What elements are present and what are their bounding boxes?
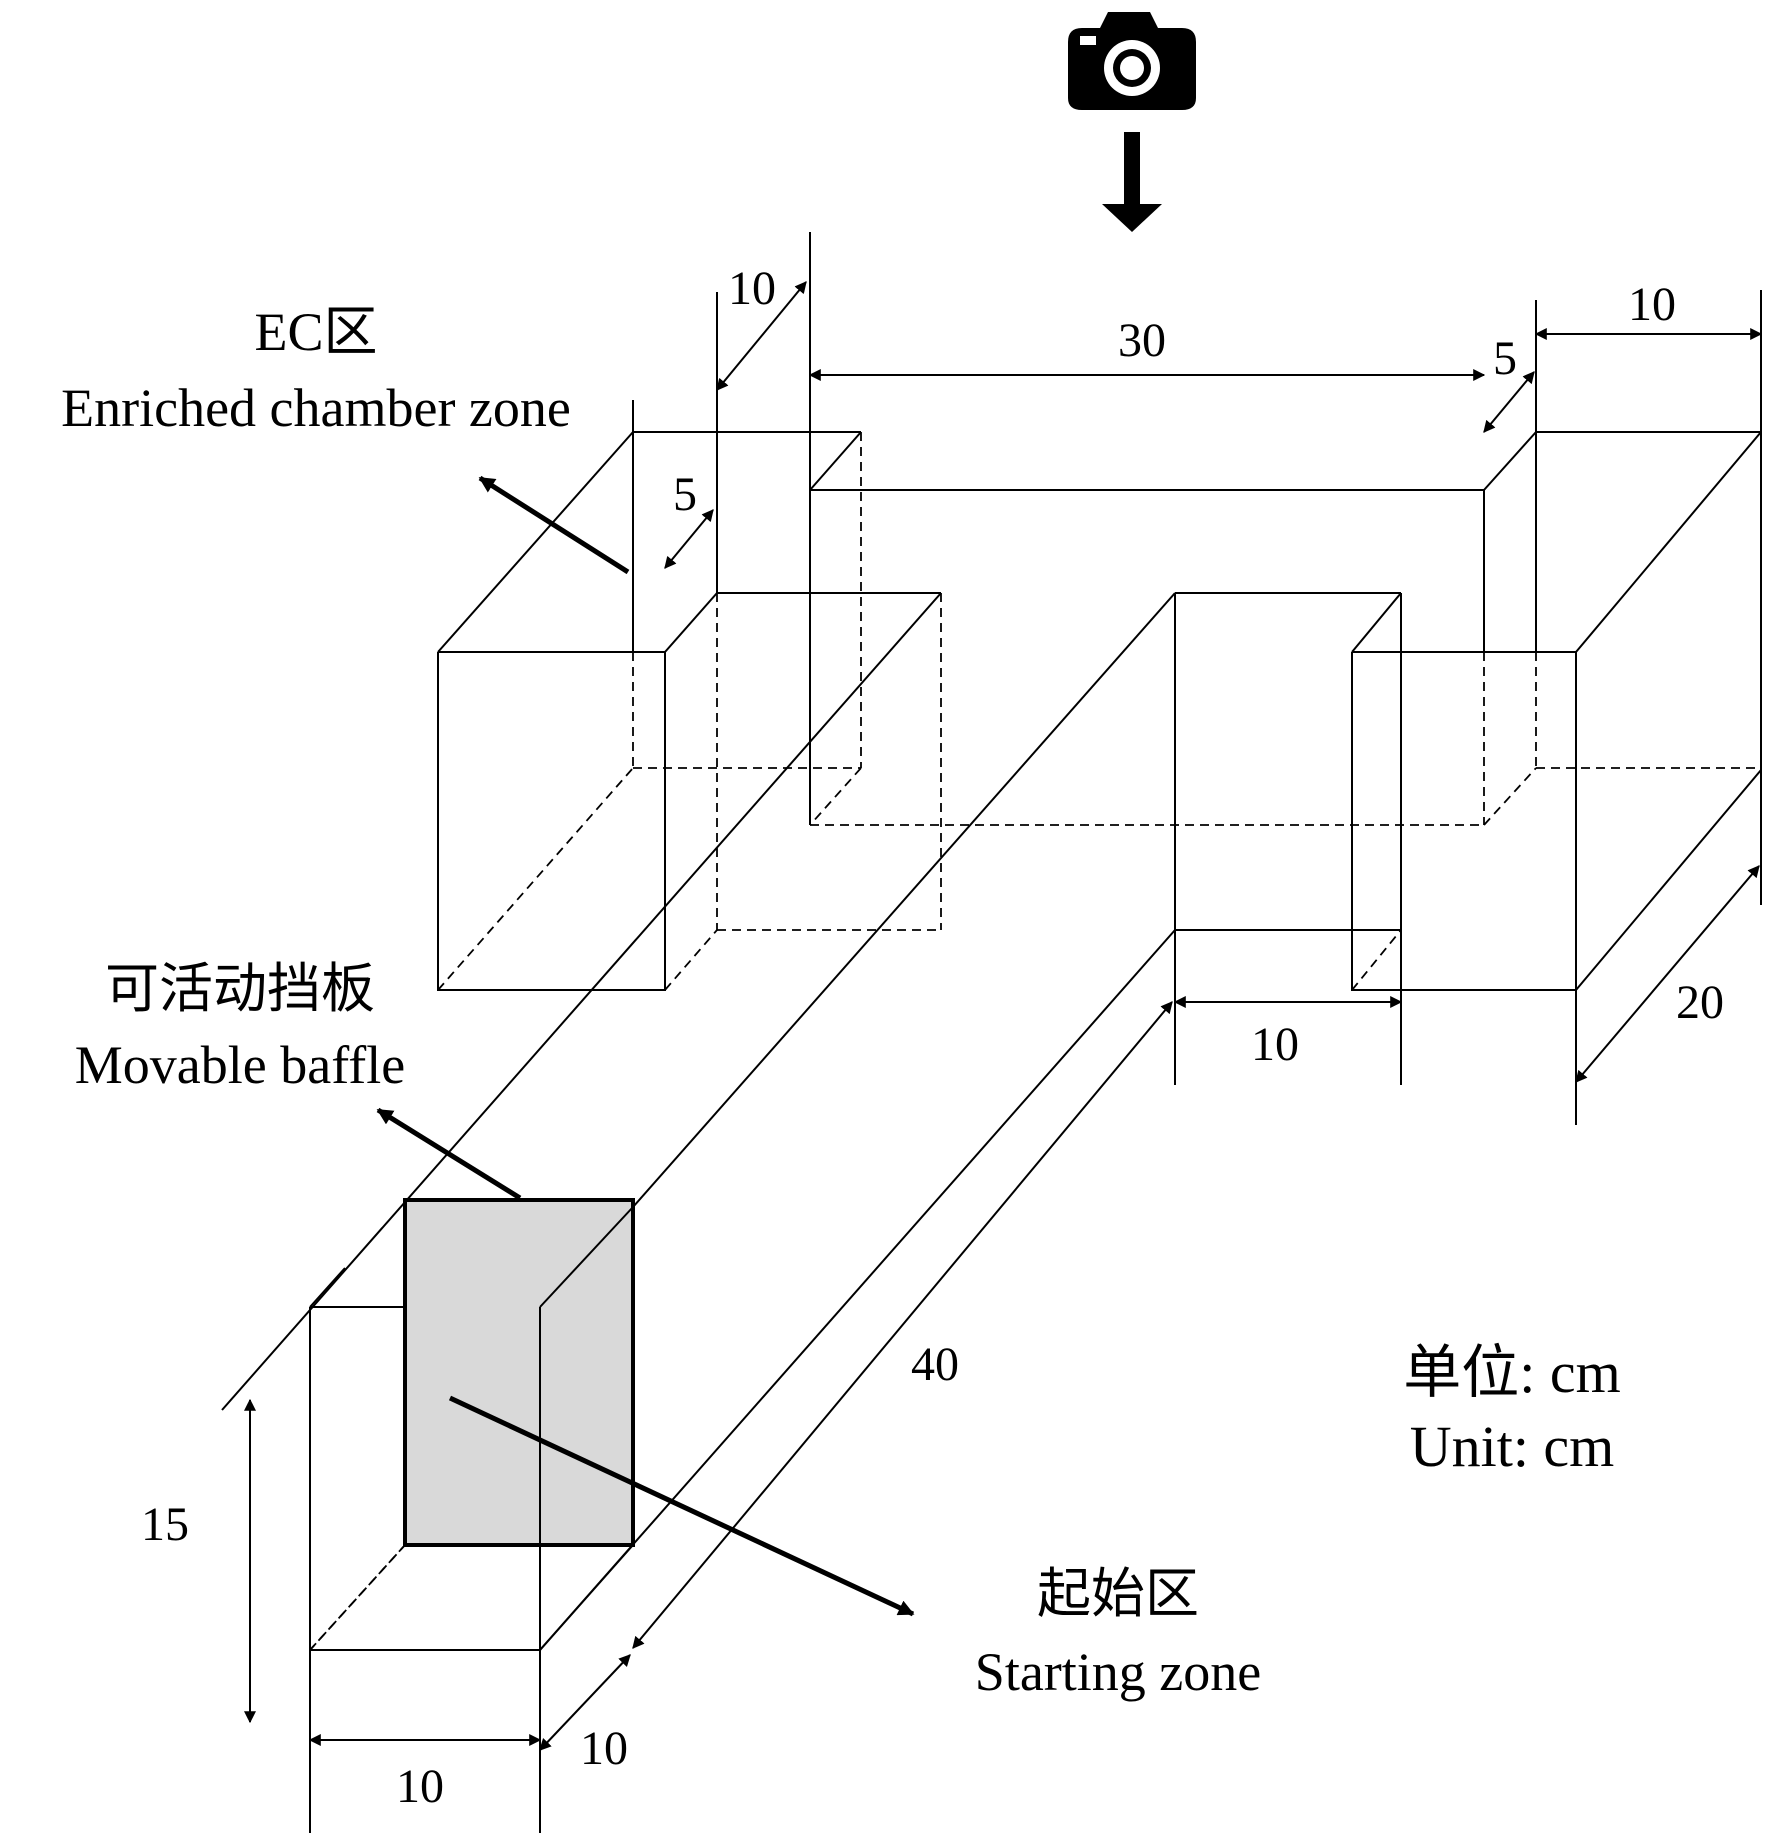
start-label-cn: 起始区 [1037,1564,1199,1624]
dim-20: 20 [1676,976,1724,1029]
dim-10-center: 10 [1251,1018,1299,1071]
baffle-label-cn: 可活动挡板 [105,959,375,1019]
zone-labels: EC区 Enriched chamber zone 可活动挡板 Movable … [61,302,1621,1702]
dim-10-bottom-right: 10 [580,1722,628,1775]
dim-10-top-left: 10 [728,262,776,315]
dim-40: 40 [911,1338,959,1391]
baffle-hidden-edges [309,1544,406,1651]
unit-label-en: Unit: cm [1410,1414,1615,1479]
dim-10-bottom: 10 [396,1760,444,1813]
unit-label-cn: 单位: cm [1403,1340,1620,1405]
dim-5-left: 5 [673,468,697,521]
dimension-values: 10 30 5 10 5 20 10 40 15 10 10 [141,262,1724,1813]
start-label-en: Starting zone [975,1642,1261,1702]
dim-5-top-right: 5 [1493,332,1517,385]
dim-30: 30 [1118,314,1166,367]
baffle-pointer [376,1107,522,1201]
movable-baffle [403,1198,635,1547]
baffle-visible-edges [310,1206,634,1545]
hidden-edges [309,432,1761,1651]
dimension-lines [244,281,1763,1751]
baffle-label-en: Movable baffle [75,1035,405,1095]
camera-down-arrow [1102,132,1162,232]
ec-pointer [478,475,630,575]
dim-10-top-right: 10 [1628,278,1676,331]
ec-label-en: Enriched chamber zone [61,378,571,438]
ec-label-cn: EC区 [254,302,377,362]
dim-15: 15 [141,1498,189,1551]
maze-outline [221,232,1762,1833]
camera-icon [1068,12,1196,110]
